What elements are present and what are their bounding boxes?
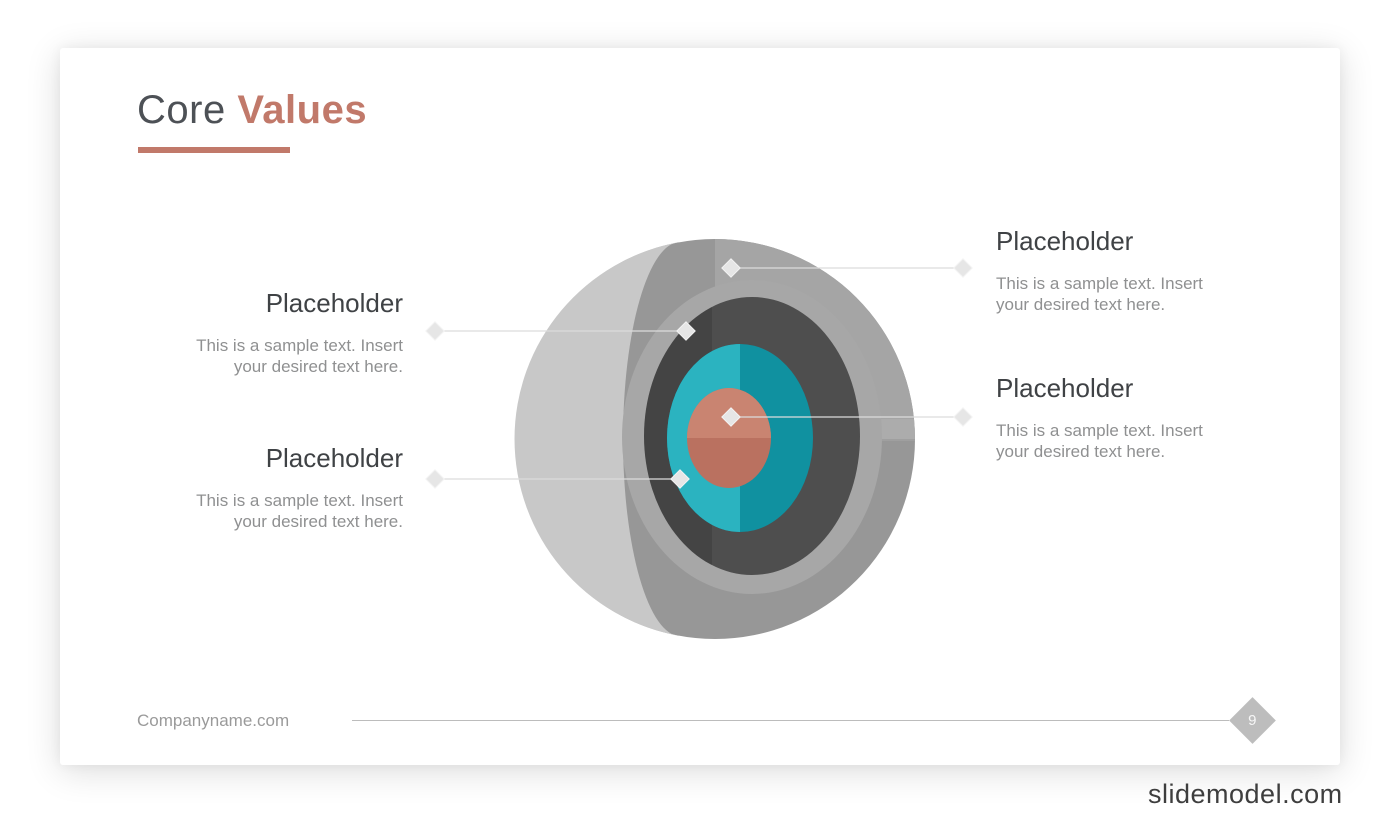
callout-heading: Placeholder [265,288,403,318]
callout-body: This is a sample text. Insert your desir… [996,274,1203,314]
page-title-accent: Values [237,88,368,132]
callout-right-middle: Placeholder This is a sample text. Inser… [996,373,1236,462]
callout-right-top: Placeholder This is a sample text. Inser… [996,226,1236,315]
page-title: Core Values [137,88,367,132]
watermark-brand: slidemodel.com [1148,779,1343,809]
callout-body: This is a sample text. Insert your desir… [196,336,403,376]
callout-body: This is a sample text. Insert your desir… [996,421,1203,461]
footer-company-name: Companyname.com [137,711,290,730]
callout-left-top: Placeholder This is a sample text. Inser… [163,288,403,377]
callout-heading: Placeholder [996,226,1134,256]
footer-divider-line [352,720,1229,721]
page-number: 9 [1248,712,1257,729]
title-underline [138,147,290,153]
callout-left-bottom: Placeholder This is a sample text. Inser… [163,443,403,532]
callout-heading: Placeholder [265,443,403,473]
callout-body: This is a sample text. Insert your desir… [196,491,403,531]
callout-heading: Placeholder [996,373,1134,403]
page-title-primary: Core [137,88,226,132]
